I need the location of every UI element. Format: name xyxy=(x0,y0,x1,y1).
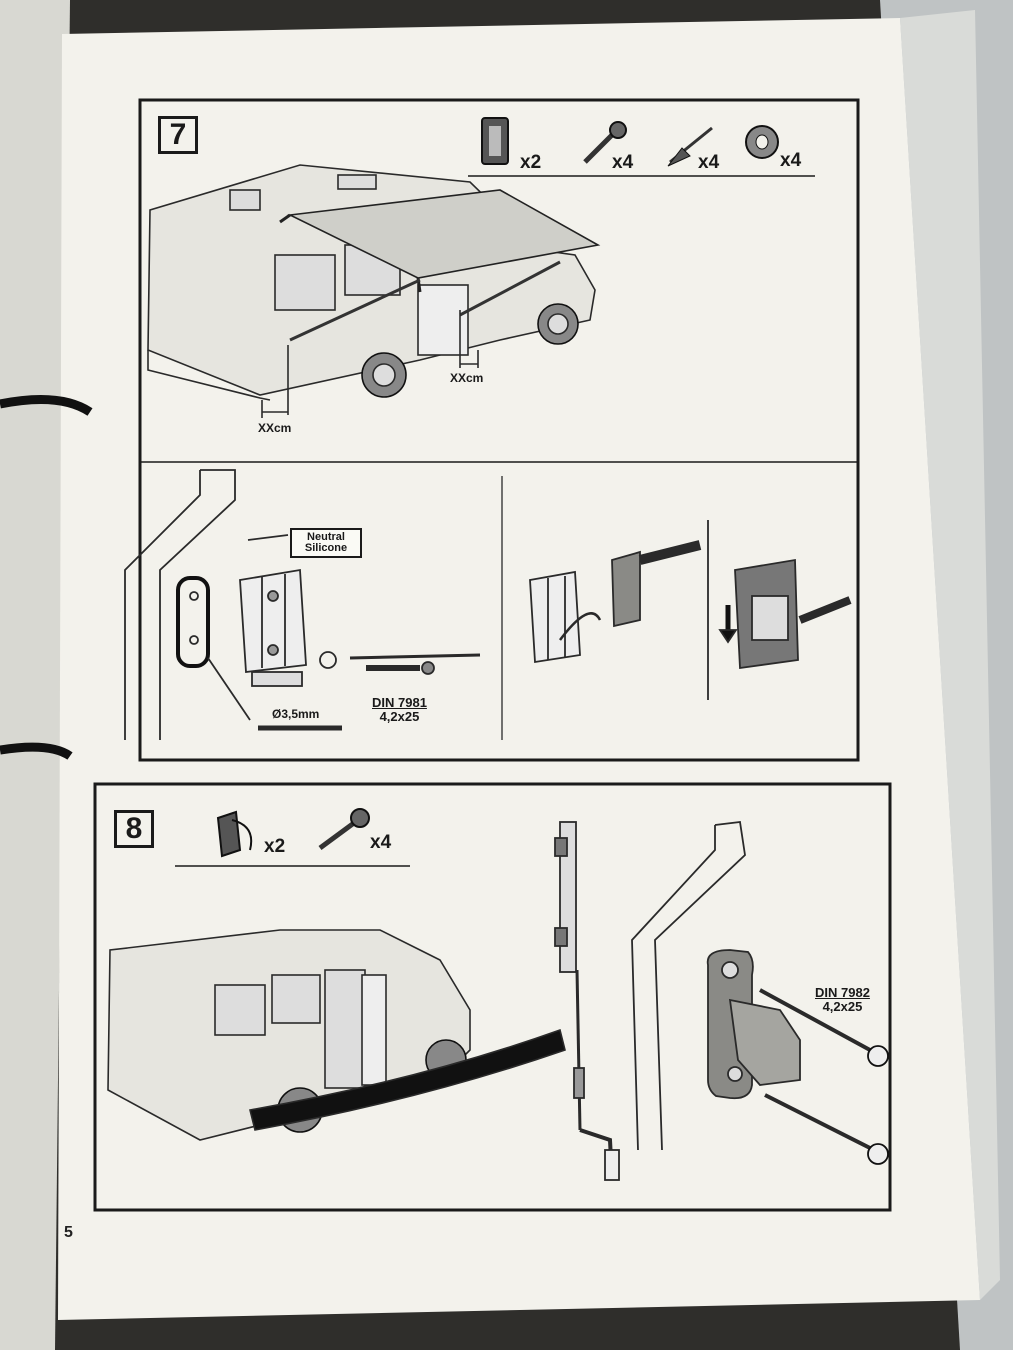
clip-holder-part-icon xyxy=(216,810,253,858)
holder-mounting-detail xyxy=(631,821,889,1165)
crank-handle-drawing xyxy=(554,821,620,1181)
screw-spec-8-din: DIN 7982 xyxy=(815,985,870,1000)
binder-ring-top xyxy=(0,395,93,416)
step-8-number: 8 xyxy=(114,810,154,848)
binder-ring-bottom xyxy=(0,742,73,760)
distance-label-rear: XXcm xyxy=(258,421,292,435)
screw-spec-7-size: 4,2x25 xyxy=(379,709,420,724)
rivet-quantity: x4 xyxy=(698,152,720,173)
screw-spec-8-size: 4,2x25 xyxy=(822,999,863,1014)
bracket-part-icon xyxy=(481,117,509,165)
wall-bracket-detail xyxy=(124,469,481,740)
washer-quantity: x4 xyxy=(780,150,802,171)
distance-label-door: XXcm xyxy=(450,371,484,385)
bracket-quantity: x2 xyxy=(520,152,542,173)
van-crank-drawing xyxy=(107,929,566,1141)
step-7-number: 7 xyxy=(158,116,198,154)
drill-size-label: Ø3,5mm xyxy=(272,707,320,721)
camper-awning-drawing xyxy=(147,164,601,418)
page-number: 5 xyxy=(64,1224,73,1241)
screw-spec-7-din: DIN 7981 xyxy=(372,695,427,710)
awning-clip-detail xyxy=(529,520,852,700)
screw-spec-8: DIN 7982 4,2x25 xyxy=(815,986,870,1014)
rivet-part-icon xyxy=(667,126,713,167)
step-7-panel xyxy=(138,98,860,762)
step-8-panel xyxy=(93,782,892,1212)
holder-quantity: x2 xyxy=(264,836,286,857)
screw-spec-7: DIN 7981 4,2x25 xyxy=(372,696,427,724)
washer-part-icon xyxy=(745,125,779,159)
screw-part-icon-step8 xyxy=(318,808,370,851)
sealant-label: Neutral Silicone xyxy=(290,528,362,558)
screw-quantity-step8: x4 xyxy=(370,832,392,853)
screw-part-icon xyxy=(583,121,627,164)
screw-quantity: x4 xyxy=(612,152,634,173)
